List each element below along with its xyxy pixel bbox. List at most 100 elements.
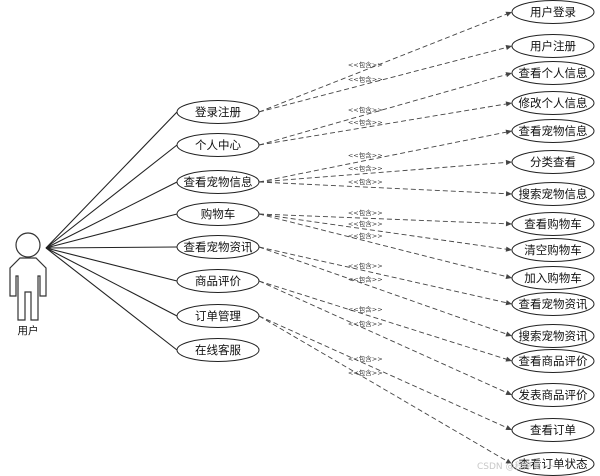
- included-use-case-s13[interactable]: 查看商品评价: [511, 349, 595, 373]
- included-use-case-s14[interactable]: 发表商品评价: [511, 383, 595, 407]
- use-case-label: 订单管理: [195, 309, 241, 323]
- use-case-label: 搜索宠物信息: [519, 187, 588, 201]
- use-case-label: 查看宠物资讯: [519, 297, 588, 311]
- use-case-ellipse[interactable]: [511, 0, 595, 24]
- included-use-case-s7[interactable]: 搜索宠物信息: [511, 182, 595, 206]
- association-line-m5: [45, 246, 178, 249]
- included-use-case-s5[interactable]: 查看宠物信息: [511, 119, 595, 143]
- include-line-m3-s6: [258, 161, 513, 183]
- include-line-m4-s8: [258, 213, 513, 225]
- watermark: CSDN @程序员~~~: [477, 460, 564, 472]
- stereotype-labels-layer: <<包含>> <<包含>> <<包含>> <<包含>> <<包含>> <<包含>> <<包含…: [348, 60, 383, 377]
- use-case-ellipse[interactable]: [511, 238, 595, 262]
- include-arrow-s2: [505, 44, 512, 51]
- use-case-ellipse[interactable]: [511, 212, 595, 236]
- include-stereotype-label: <<包含>>: [348, 319, 383, 328]
- use-case-label: 用户注册: [530, 39, 576, 53]
- use-case-ellipse[interactable]: [176, 235, 260, 259]
- use-case-ellipse[interactable]: [511, 91, 595, 115]
- included-use-case-s6[interactable]: 分类查看: [511, 150, 595, 174]
- include-stereotype-label: <<包含>>: [348, 305, 383, 314]
- include-line-m2-s4: [258, 102, 513, 146]
- use-case-label: 用户登录: [530, 5, 576, 19]
- use-case-label: 查看商品评价: [519, 354, 588, 368]
- use-case-m6[interactable]: 商品评价: [176, 269, 260, 293]
- include-stereotype-label: <<包含>>: [348, 117, 383, 126]
- included-use-case-s4[interactable]: 修改个人信息: [511, 91, 595, 115]
- include-arrow-s16: [505, 458, 512, 464]
- use-case-ellipse[interactable]: [511, 182, 595, 206]
- use-case-ellipse[interactable]: [511, 61, 595, 85]
- include-arrow-s7: [505, 191, 512, 197]
- use-case-ellipse[interactable]: [511, 292, 595, 316]
- use-case-ellipse[interactable]: [176, 100, 260, 124]
- use-case-m5[interactable]: 查看宠物资讯: [176, 235, 260, 259]
- use-case-ellipse[interactable]: [176, 338, 260, 362]
- include-line-m1-s1: [258, 11, 513, 113]
- include-stereotype-label: <<包含>>: [348, 105, 383, 114]
- use-case-label: 分类查看: [530, 155, 576, 169]
- use-case-m2[interactable]: 个人中心: [176, 133, 260, 157]
- include-stereotype-label: <<包含>>: [348, 274, 383, 283]
- include-arrow-s15: [505, 425, 512, 430]
- association-line-m7: [45, 247, 178, 317]
- use-case-ellipse[interactable]: [176, 170, 260, 194]
- use-case-m1[interactable]: 登录注册: [176, 100, 260, 124]
- actor-label: 用户: [18, 324, 39, 337]
- included-use-case-s2[interactable]: 用户注册: [511, 34, 595, 58]
- included-use-case-s9[interactable]: 清空购物车: [511, 238, 595, 262]
- include-stereotype-label: <<包含>>: [348, 368, 383, 377]
- use-case-ellipse[interactable]: [511, 266, 595, 290]
- use-case-m3[interactable]: 查看宠物信息: [176, 170, 260, 194]
- include-stereotype-label: <<包含>>: [348, 164, 383, 173]
- use-case-ellipse[interactable]: [511, 418, 595, 442]
- include-stereotype-label: <<包含>>: [348, 151, 383, 160]
- included-use-case-s3[interactable]: 查看个人信息: [511, 61, 595, 85]
- use-case-ellipse[interactable]: [511, 150, 595, 174]
- use-case-label: 查看订单状态: [519, 457, 588, 471]
- include-line-m4-s9: [258, 213, 513, 251]
- use-case-label: 查看宠物信息: [519, 124, 588, 138]
- use-case-ellipse[interactable]: [511, 119, 595, 143]
- include-line-m5-s12: [258, 246, 513, 337]
- connections-layer: [45, 11, 513, 465]
- included-use-case-s16[interactable]: 查看订单状态: [511, 452, 595, 476]
- actor-user: 用户: [9, 232, 47, 337]
- include-line-m7-s16: [258, 315, 513, 465]
- include-line-m4-s10: [258, 213, 513, 279]
- included-use-case-s12[interactable]: 搜索宠物资讯: [511, 324, 595, 348]
- association-line-m4: [45, 213, 178, 249]
- use-case-label: 加入购物车: [524, 271, 582, 285]
- use-case-label: 修改个人信息: [519, 96, 588, 110]
- use-case-ellipse[interactable]: [176, 202, 260, 226]
- include-stereotype-label: <<包含>>: [348, 219, 383, 228]
- include-arrow-s11: [505, 300, 512, 306]
- included-use-case-s15[interactable]: 查看订单: [511, 418, 595, 442]
- use-case-ellipse[interactable]: [511, 349, 595, 373]
- use-case-m4[interactable]: 购物车: [176, 202, 260, 226]
- include-arrow-s9: [505, 246, 512, 252]
- use-case-ellipse[interactable]: [176, 304, 260, 328]
- use-case-ellipse[interactable]: [511, 324, 595, 348]
- use-case-label: 查看购物车: [524, 217, 582, 231]
- use-case-m7[interactable]: 订单管理: [176, 304, 260, 328]
- include-stereotype-label: <<包含>>: [348, 177, 383, 186]
- use-case-m8[interactable]: 在线客服: [176, 338, 260, 362]
- use-case-ellipse[interactable]: [511, 383, 595, 407]
- included-use-case-s11[interactable]: 查看宠物资讯: [511, 292, 595, 316]
- included-use-case-s10[interactable]: 加入购物车: [511, 266, 595, 290]
- included-use-case-s1[interactable]: 用户登录: [511, 0, 595, 24]
- include-arrow-s13: [505, 356, 512, 362]
- include-stereotype-label: <<包含>>: [348, 60, 383, 69]
- use-case-ellipse[interactable]: [511, 34, 595, 58]
- included-use-case-s8[interactable]: 查看购物车: [511, 212, 595, 236]
- use-case-label: 查看个人信息: [519, 66, 588, 80]
- association-line-m1: [45, 111, 178, 249]
- use-case-label: 购物车: [201, 207, 236, 221]
- use-case-ellipse[interactable]: [176, 269, 260, 293]
- actor-head: [15, 232, 41, 258]
- include-line-m3-s5: [258, 130, 513, 183]
- use-case-ellipse[interactable]: [176, 133, 260, 157]
